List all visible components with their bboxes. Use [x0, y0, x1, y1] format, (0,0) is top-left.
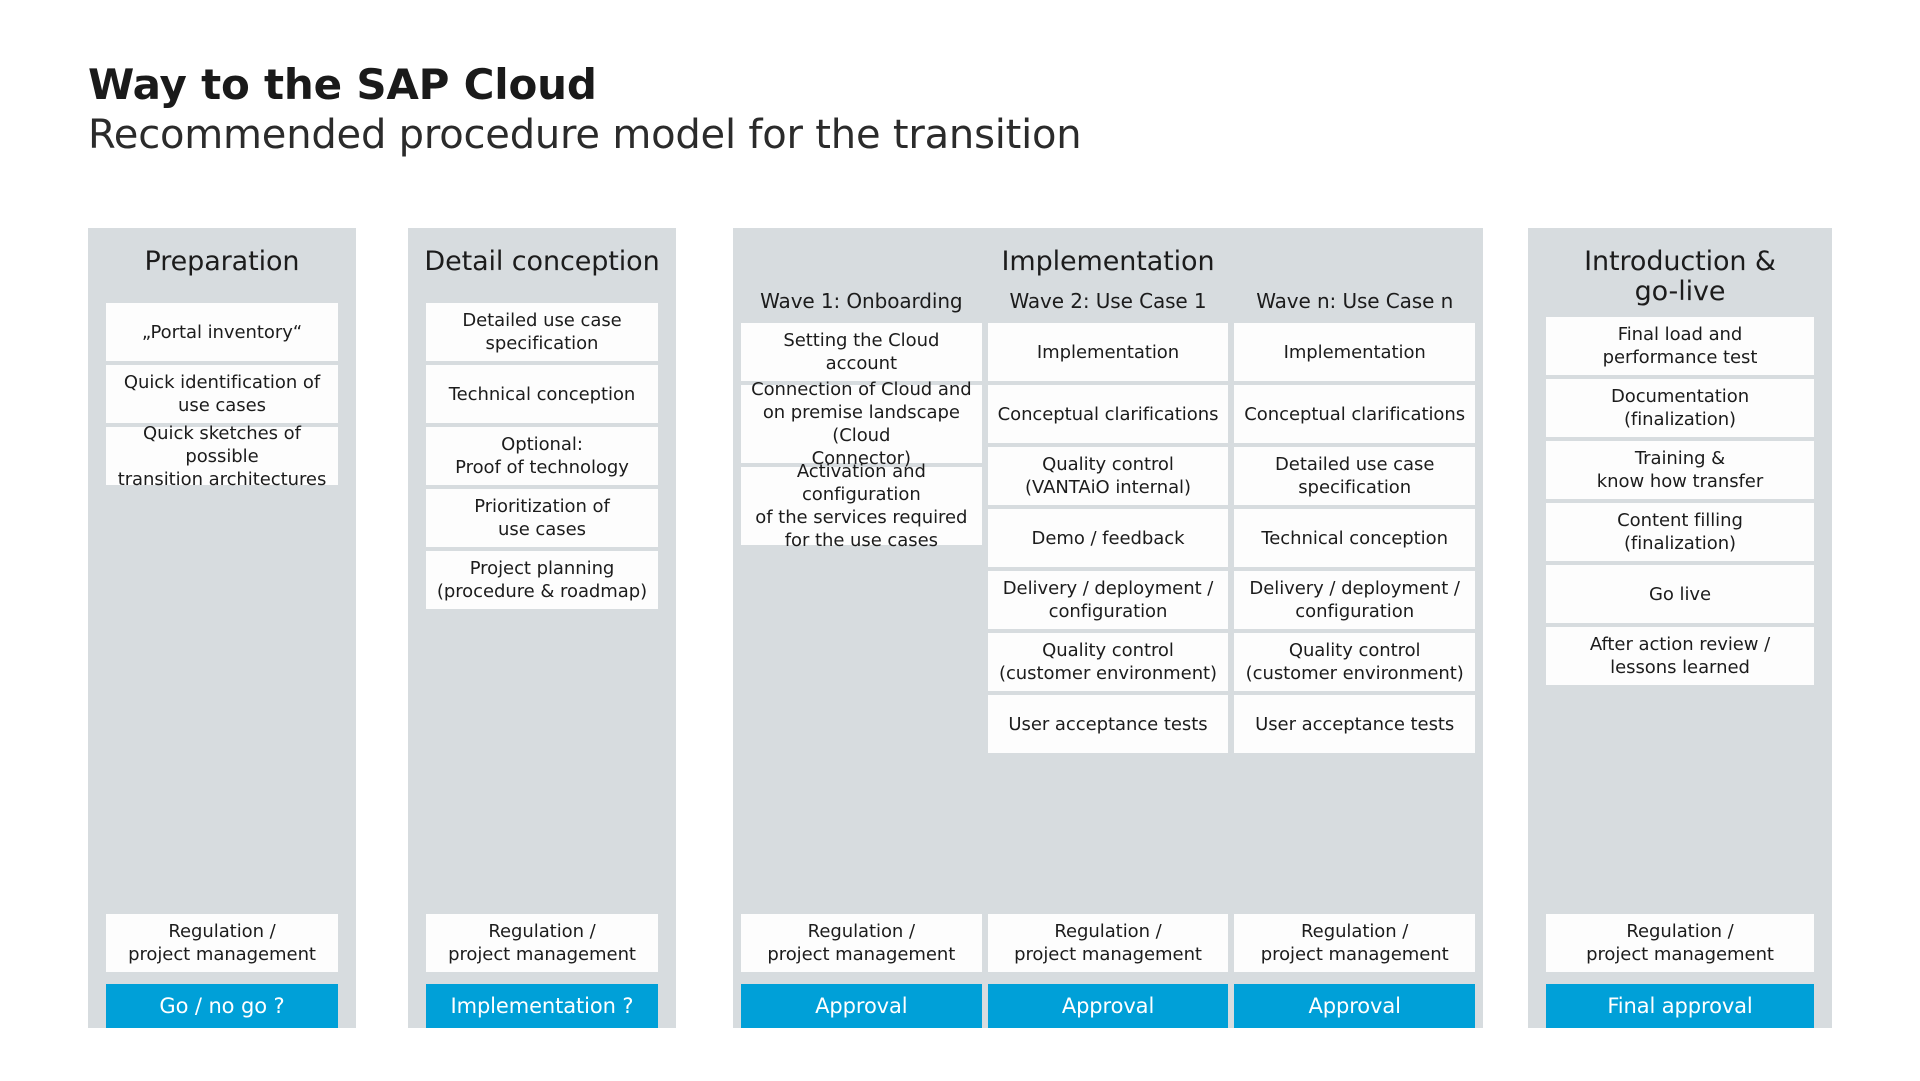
task-card: Delivery / deployment /configuration	[1234, 571, 1476, 630]
column-spacer	[426, 613, 658, 914]
task-card: After action review /lessons learned	[1546, 627, 1814, 686]
page-title: Way to the SAP Cloud	[88, 60, 597, 109]
task-card: Quality control(customer environment)	[1234, 633, 1476, 692]
cta-gap	[1234, 976, 1475, 984]
task-card: Quality control(VANTAiO internal)	[987, 447, 1229, 506]
page-title-block: Way to the SAP Cloud Recommended procedu…	[88, 62, 1388, 158]
cta-gap	[426, 976, 658, 984]
task-card: Documentation(finalization)	[1546, 379, 1814, 438]
phase-title-detail-conception: Detail conception	[424, 246, 660, 277]
task-card: Optional:Proof of technology	[426, 427, 658, 486]
task-card: User acceptance tests	[1234, 695, 1476, 754]
task-card: Technical conception	[426, 365, 658, 424]
cta-gap	[741, 976, 982, 984]
phase-panel-preparation: Preparation „Portal inventory“Quick iden…	[88, 228, 356, 1028]
task-card: „Portal inventory“	[106, 303, 338, 362]
footer-card-detail-conception: Regulation /project management	[426, 914, 658, 972]
column-spacer	[106, 489, 338, 914]
task-card: Implementation	[1234, 323, 1476, 382]
footer-card-introduction-go-live: Regulation /project management	[1546, 914, 1814, 972]
task-card: Implementation	[987, 323, 1229, 382]
wave-header-wave-n: Wave n: Use Case n	[1256, 289, 1454, 314]
footer-card-wave-1: Regulation /project management	[741, 914, 982, 972]
footer-card-wave-2: Regulation /project management	[987, 914, 1229, 972]
task-card: Go live	[1546, 565, 1814, 624]
task-card: User acceptance tests	[987, 695, 1229, 754]
task-card: Training &know how transfer	[1546, 441, 1814, 500]
task-card: Technical conception	[1234, 509, 1476, 568]
task-card: Delivery / deployment /configuration	[987, 571, 1229, 630]
task-card: Project planning(procedure & roadmap)	[426, 551, 658, 610]
cta-button-go-no-go[interactable]: Go / no go ?	[106, 984, 338, 1028]
cta-gap	[1546, 976, 1814, 984]
column-spacer	[988, 757, 1229, 914]
task-card: Content filling(finalization)	[1546, 503, 1814, 562]
cta-button-final-approval[interactable]: Final approval	[1546, 984, 1814, 1028]
wave-header-wave-2: Wave 2: Use Case 1	[1009, 289, 1207, 314]
page-subtitle: Recommended procedure model for the tran…	[88, 112, 1082, 159]
footer-card-preparation: Regulation /project management	[106, 914, 338, 972]
task-card: Conceptual clarifications	[987, 385, 1229, 444]
column-spacer	[741, 549, 982, 914]
cta-gap	[106, 976, 338, 984]
task-card: Setting the Cloud account	[741, 323, 982, 382]
card-column-preparation: „Portal inventory“Quick identification o…	[88, 277, 356, 1028]
procedure-model-board: Preparation „Portal inventory“Quick iden…	[0, 228, 1920, 1028]
cards-preparation: „Portal inventory“Quick identification o…	[106, 303, 338, 490]
cta-gap	[988, 976, 1229, 984]
footer-card-wave-n: Regulation /project management	[1234, 914, 1476, 972]
phase-title-implementation: Implementation	[1001, 246, 1215, 277]
cta-button-approval-wave-1[interactable]: Approval	[741, 984, 982, 1028]
wave-header-row: Wave 1: Onboarding Wave 2: Use Case 1 Wa…	[733, 289, 1483, 313]
cta-button-approval-wave-2[interactable]: Approval	[987, 984, 1229, 1028]
task-card: Conceptual clarifications	[1234, 385, 1476, 444]
wave-header-wave-1: Wave 1: Onboarding	[760, 289, 963, 314]
phase-title-preparation: Preparation	[144, 246, 300, 277]
column-spacer	[1546, 689, 1814, 914]
task-card: Demo / feedback	[987, 509, 1229, 568]
column-spacer	[1234, 757, 1475, 914]
cta-button-approval-wave-n[interactable]: Approval	[1234, 984, 1476, 1028]
phase-panel-implementation: Implementation Wave 1: Onboarding Wave 2…	[733, 228, 1483, 1028]
task-card: Quality control(customer environment)	[987, 633, 1229, 692]
phase-title-introduction-go-live: Introduction &go-live	[1584, 246, 1776, 308]
cta-button-implementation[interactable]: Implementation ?	[426, 984, 658, 1028]
